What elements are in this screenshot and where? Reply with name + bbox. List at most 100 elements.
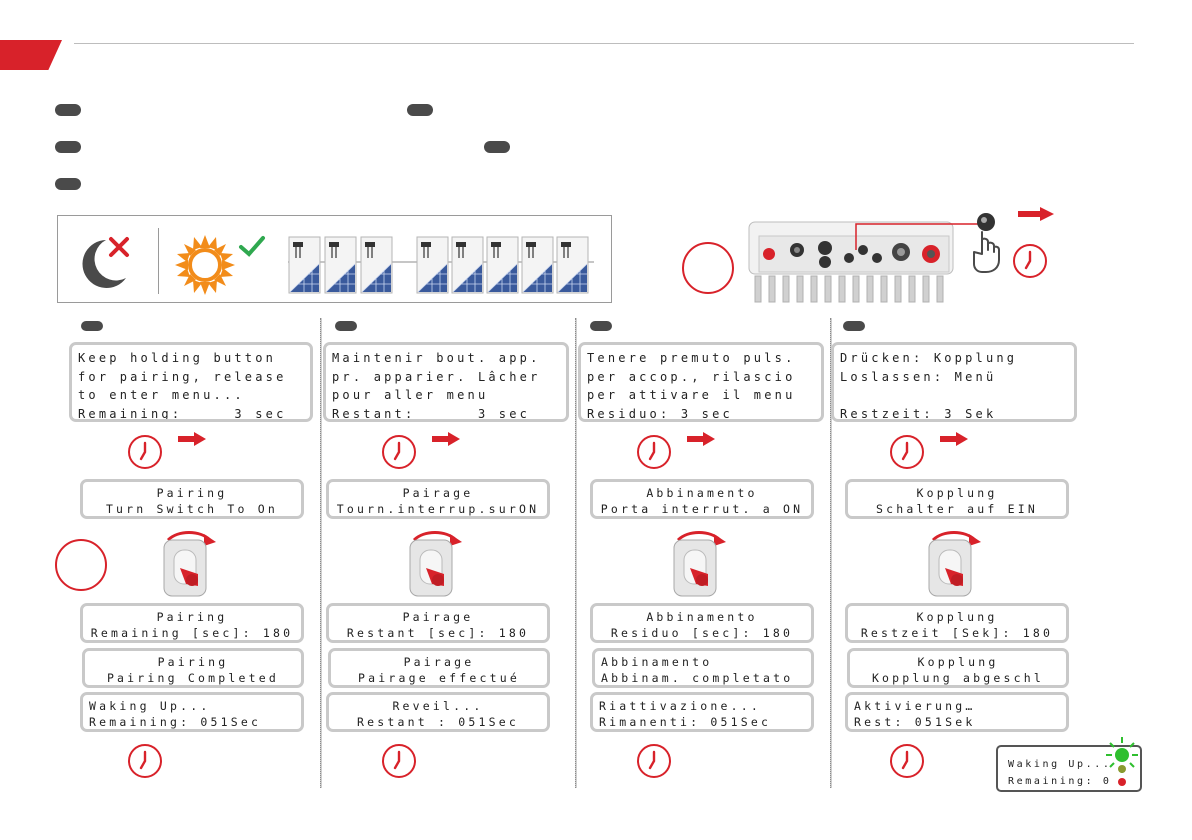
pairing-switch-display: Pairing Turn Switch To On <box>80 479 304 519</box>
solar-panel-icon <box>451 236 484 294</box>
pairing-remaining-display: Pairage Restant [sec]: 180 <box>326 603 550 643</box>
hold-button-display: Maintenir bout. app.pr. apparier. Lâcher… <box>323 342 569 422</box>
pairing-completed-display: Pairage Pairage effectué <box>328 648 550 688</box>
pairing-completed-display: Pairing Pairing Completed <box>82 648 304 688</box>
column-lang-marker <box>843 321 865 331</box>
pairing-instruction: Porta interrut. a ON <box>600 502 804 516</box>
pairing-title: Abbinamento <box>646 486 758 500</box>
solar-panel-icon <box>324 236 357 294</box>
hold-line: Restant: 3 sec <box>332 406 531 421</box>
pairing-completed: Pairing Completed <box>106 671 280 685</box>
column-divider <box>320 318 322 788</box>
timer-icon <box>890 435 924 469</box>
pairing-switch-display: Pairage Tourn.interrup.surON <box>326 479 550 519</box>
red-arrow-icon <box>432 432 460 446</box>
solar-panel-icon <box>288 236 321 294</box>
waking-title: Waking Up... <box>89 699 211 713</box>
header-rule <box>74 43 1134 44</box>
solar-panel-icon <box>521 236 554 294</box>
hold-line: Keep holding button <box>78 351 277 365</box>
header-accent-bar <box>0 40 62 70</box>
pairing-title: Pairage <box>402 486 474 500</box>
pairing-title: Pairing <box>156 486 228 500</box>
hold-line: Restzeit: 3 Sek <box>840 406 997 421</box>
step-marker-b <box>55 539 107 591</box>
hold-line <box>840 386 1068 405</box>
hold-line: Residuo: 3 sec <box>587 406 733 421</box>
sun-icon <box>175 235 235 295</box>
column-lang-marker <box>335 321 357 331</box>
red-arrow-icon <box>940 432 968 446</box>
hold-line: Maintenir bout. app. <box>332 351 541 365</box>
timer-icon <box>382 435 416 469</box>
lang-marker-2 <box>407 104 433 116</box>
solar-panel-icon <box>360 236 393 294</box>
waking-display: Waking Up... Remaining: 051Sec <box>80 692 304 732</box>
pairing-title: Kopplung <box>916 610 998 624</box>
timer-icon <box>128 744 162 778</box>
waking-title: Reveil... <box>392 699 484 713</box>
waking-remaining: Restant : 051Sec <box>357 715 519 729</box>
hold-line: per accop., rilascio <box>587 369 796 384</box>
red-arrow-icon <box>178 432 206 446</box>
hold-line: Tenere premuto puls. <box>587 351 796 365</box>
hold-line: Drücken: Kopplung <box>840 351 1018 365</box>
pairing-remaining-display: Pairing Remaining [sec]: 180 <box>80 603 304 643</box>
dc-switch-icon[interactable] <box>925 528 989 598</box>
status-led-icon <box>1106 737 1138 786</box>
hold-line: to enter menu... <box>78 388 245 402</box>
pairing-instruction: Schalter auf EIN <box>876 502 1038 516</box>
pairing-title: Pairing <box>156 610 228 624</box>
lang-marker-1 <box>55 104 81 116</box>
button-callout-line <box>855 223 982 250</box>
hand-press-icon[interactable] <box>968 210 1008 274</box>
column-lang-marker <box>81 321 103 331</box>
timer-icon <box>890 744 924 778</box>
timer-icon <box>637 744 671 778</box>
red-arrow-icon <box>687 432 715 446</box>
timer-icon <box>637 435 671 469</box>
pairing-remaining: Restant [sec]: 180 <box>346 626 530 640</box>
hold-line: pour aller menu <box>332 388 489 402</box>
pairing-title: Abbinamento <box>646 610 758 624</box>
column-lang-marker <box>590 321 612 331</box>
pairing-completed: Pairage effectué <box>358 671 520 685</box>
solar-panel-row <box>288 236 594 294</box>
final-status-line-1: Waking Up... <box>1008 759 1112 770</box>
pairing-title: Pairage <box>402 610 474 624</box>
solar-panel-icon <box>556 236 589 294</box>
dc-switch-icon[interactable] <box>670 528 734 598</box>
lang-marker-3 <box>55 141 81 153</box>
pairing-completed-display: Kopplung Kopplung abgeschl <box>847 648 1069 688</box>
waking-title: Riattivazione... <box>599 699 761 713</box>
pairing-remaining: Restzeit [Sek]: 180 <box>860 626 1054 640</box>
final-status-line-2: Remaining: 0 <box>1008 776 1112 787</box>
pairing-title: Pairage <box>403 655 475 669</box>
red-x-icon <box>109 237 129 257</box>
timer-icon <box>128 435 162 469</box>
panel-divider <box>158 228 159 294</box>
step-marker-a <box>682 242 734 294</box>
pairing-title: Pairing <box>157 655 229 669</box>
hold-line: Loslassen: Menü <box>840 369 997 384</box>
pairing-instruction: Turn Switch To On <box>105 502 279 516</box>
pairing-title: Kopplung <box>916 486 998 500</box>
pairing-title: Kopplung <box>917 655 999 669</box>
pairing-remaining-display: Abbinamento Residuo [sec]: 180 <box>590 603 814 643</box>
dc-switch-icon[interactable] <box>406 528 470 598</box>
inverter-icon <box>748 221 954 303</box>
lang-marker-5 <box>55 178 81 190</box>
pairing-switch-display: Kopplung Schalter auf EIN <box>845 479 1069 519</box>
pairing-remaining-display: Kopplung Restzeit [Sek]: 180 <box>845 603 1069 643</box>
column-divider <box>830 318 832 788</box>
hold-button-display: Tenere premuto puls. per accop., rilascio… <box>578 342 824 422</box>
pairing-completed: Kopplung abgeschl <box>871 671 1045 685</box>
hold-line: per attivare il menu <box>587 388 796 402</box>
dc-switch-icon[interactable] <box>160 528 224 598</box>
pairing-completed-display: Abbinamento Abbinam. completato <box>592 648 814 688</box>
column-divider <box>575 318 577 788</box>
waking-remaining: Rimanenti: 051Sec <box>599 715 772 729</box>
timer-icon <box>1013 244 1047 278</box>
pairing-completed: Abbinam. completato <box>601 671 794 685</box>
